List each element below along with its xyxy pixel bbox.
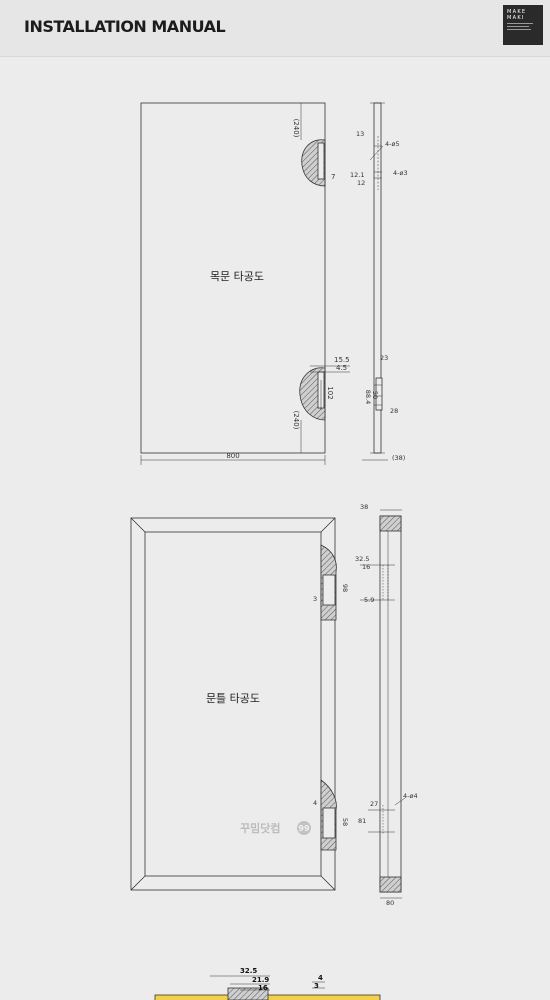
dim-top-240: (240) bbox=[292, 119, 300, 138]
door-frame-drawing bbox=[130, 517, 337, 891]
partial-dim-4: 4 bbox=[318, 974, 323, 982]
partial-dim-32-5: 32.5 bbox=[240, 967, 257, 975]
hole-spec-4-3: 4-ø3 bbox=[393, 169, 408, 177]
dim-width-800: 800 bbox=[226, 452, 239, 460]
watermark-text: 꾸밈닷컴 bbox=[240, 821, 280, 835]
page-title: INSTALLATION MANUAL bbox=[24, 17, 226, 36]
dim-4: 4 bbox=[313, 799, 317, 807]
dim-12-1: 12.1 bbox=[350, 171, 364, 179]
dim-13: 13 bbox=[356, 130, 364, 138]
dim-3: 3 bbox=[313, 595, 317, 603]
door-slab-label: 목문 타공도 bbox=[210, 270, 264, 283]
dim-102: 102 bbox=[326, 386, 334, 399]
dim-80: 80 bbox=[386, 899, 394, 907]
dim-thickness-38: (38) bbox=[392, 454, 405, 462]
door-frame-outer bbox=[130, 517, 336, 891]
door-frame-label: 문틀 타공도 bbox=[206, 692, 260, 705]
door-frame-inner bbox=[144, 531, 322, 877]
door-slab-drawing bbox=[140, 102, 350, 465]
door-frame-side-view bbox=[360, 509, 406, 899]
dim-5-9: 5.9 bbox=[364, 596, 374, 604]
dim-81: 81 bbox=[358, 817, 366, 825]
hole-spec-4-4: 4-ø4 bbox=[403, 792, 418, 800]
hole-spec-4-5: 4-ø5 bbox=[385, 140, 400, 148]
page-header: INSTALLATION MANUAL MAKE MAKI bbox=[0, 0, 550, 57]
logo-word-make: MAKE bbox=[507, 9, 527, 15]
dim-32-5: 32.5 bbox=[355, 555, 369, 563]
dim-27: 27 bbox=[370, 800, 378, 808]
dim-4-5: 4.5 bbox=[336, 364, 347, 372]
watermark: 꾸밈닷컴 99 bbox=[240, 821, 311, 835]
dim-15-5: 15.5 bbox=[334, 356, 350, 364]
technical-drawing: (240) (240) 800 7 102 15.5 4.5 목문 타공도 13… bbox=[130, 102, 418, 1000]
dim-bottom-240: (240) bbox=[292, 411, 300, 430]
dim-23: 23 bbox=[380, 354, 388, 362]
dim-88-4: 88.4 bbox=[364, 390, 372, 404]
partial-hinge-drawing bbox=[154, 975, 381, 1000]
watermark-badge: 99 bbox=[298, 824, 310, 833]
dim-58: 58 bbox=[341, 818, 349, 826]
door-slab-outline bbox=[140, 102, 326, 454]
partial-dim-21-9: 21.9 bbox=[252, 976, 269, 984]
brand-logo: MAKE MAKI bbox=[503, 5, 543, 45]
door-slab-side-view bbox=[362, 102, 388, 461]
dim-98: 98 bbox=[341, 584, 349, 592]
partial-dim-3: 3 bbox=[314, 982, 319, 990]
dim-38: 38 bbox=[360, 503, 368, 511]
dim-28: 28 bbox=[390, 407, 398, 415]
dim-16: 16 bbox=[362, 563, 370, 571]
dim-7: 7 bbox=[331, 173, 335, 181]
dim-50: 50 bbox=[371, 391, 379, 399]
partial-dim-16: 16 bbox=[258, 984, 268, 992]
dim-12: 12 bbox=[357, 179, 365, 187]
logo-word-maki: MAKI bbox=[507, 15, 525, 21]
